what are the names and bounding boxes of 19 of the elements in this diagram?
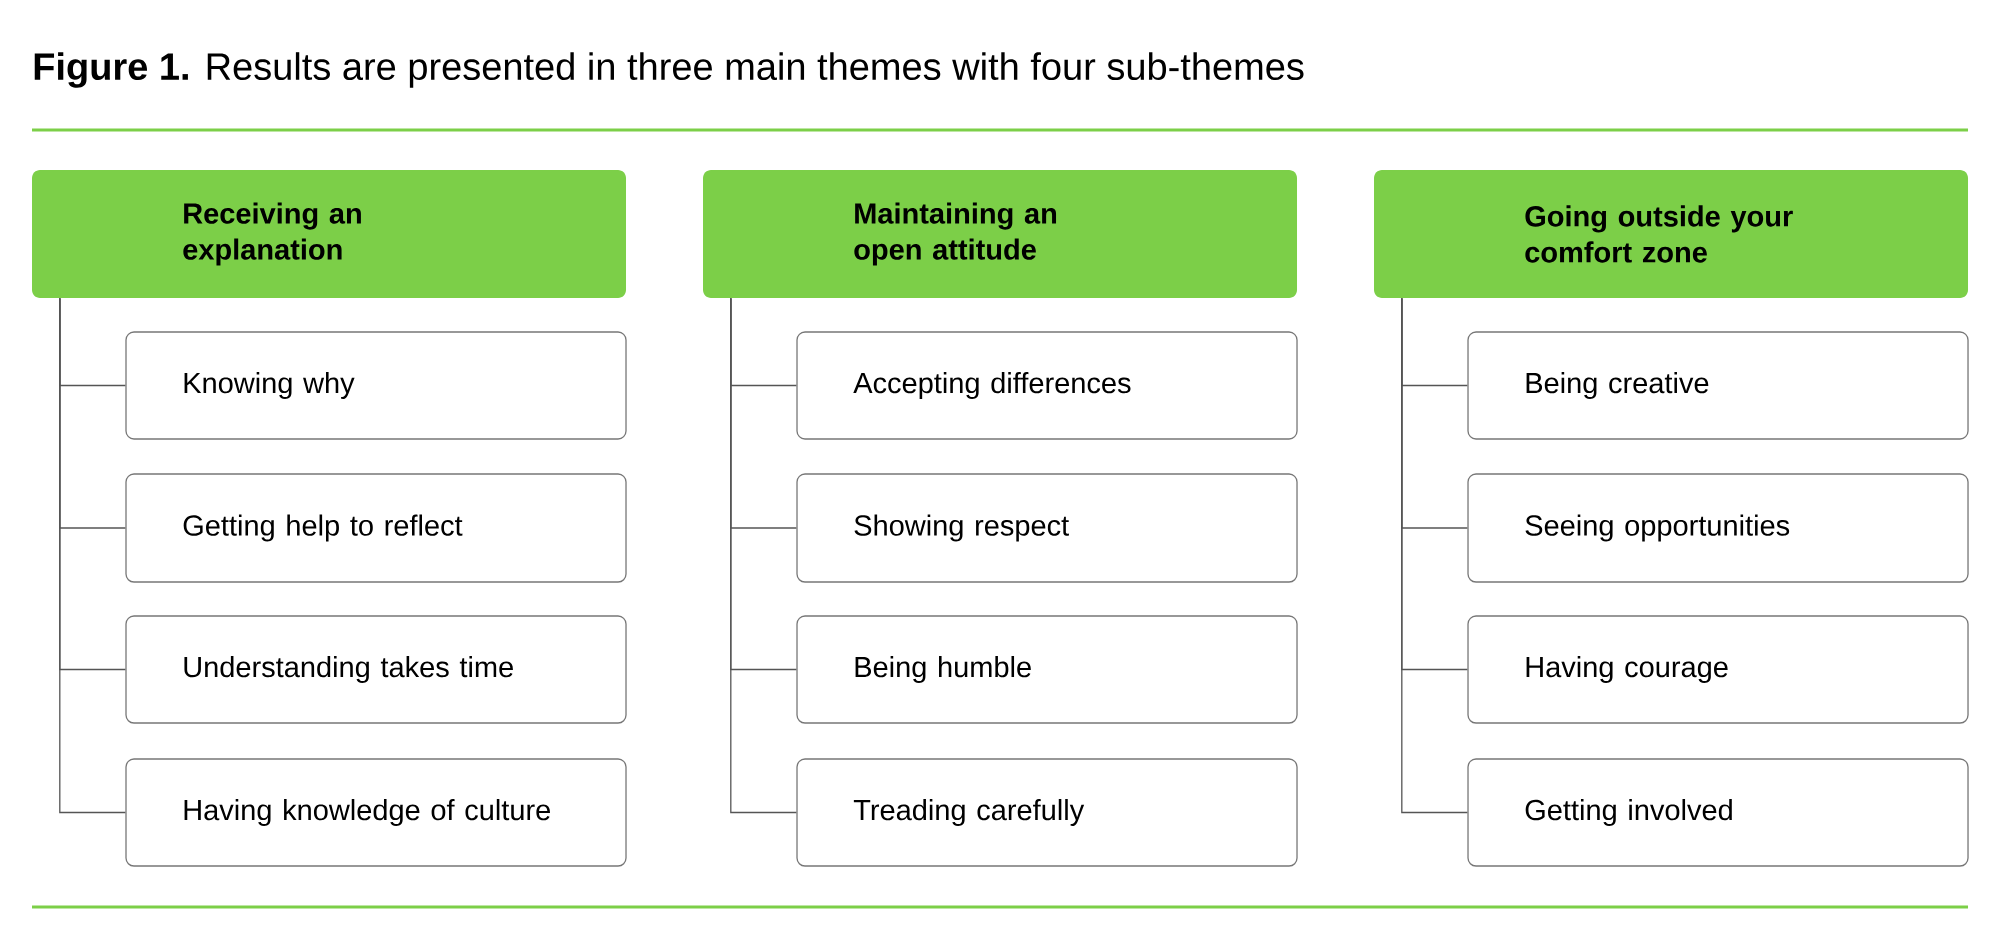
connector-line [730, 297, 797, 814]
sub-theme-box: Showing respect [796, 473, 1298, 583]
sub-theme-box: Being creative [1467, 331, 1969, 440]
theme-box: Maintaining an open attitude [703, 170, 1297, 298]
sub-theme-box: Knowing why [125, 331, 627, 440]
connector-line [1401, 297, 1468, 814]
sub-theme-box: Having knowledge of culture [125, 758, 627, 867]
sub-theme-box: Getting help to reflect [125, 473, 627, 583]
sub-theme-box: Seeing opportunities [1467, 473, 1969, 583]
connector-line [59, 297, 126, 814]
sub-theme-box: Getting involved [1467, 758, 1969, 867]
sub-theme-box: Accepting differences [796, 331, 1298, 440]
theme-box: Going outside your comfort zone [1374, 170, 1968, 298]
sub-theme-box: Having courage [1467, 615, 1969, 724]
theme-box: Receiving an explanation [32, 170, 626, 298]
sub-theme-box: Understanding takes time [125, 615, 627, 724]
sub-theme-box: Being humble [796, 615, 1298, 724]
sub-theme-box: Treading carefully [796, 758, 1298, 867]
title: Figure 1. Results are presented in three main themes with four sub-themes [34, 52, 1304, 88]
